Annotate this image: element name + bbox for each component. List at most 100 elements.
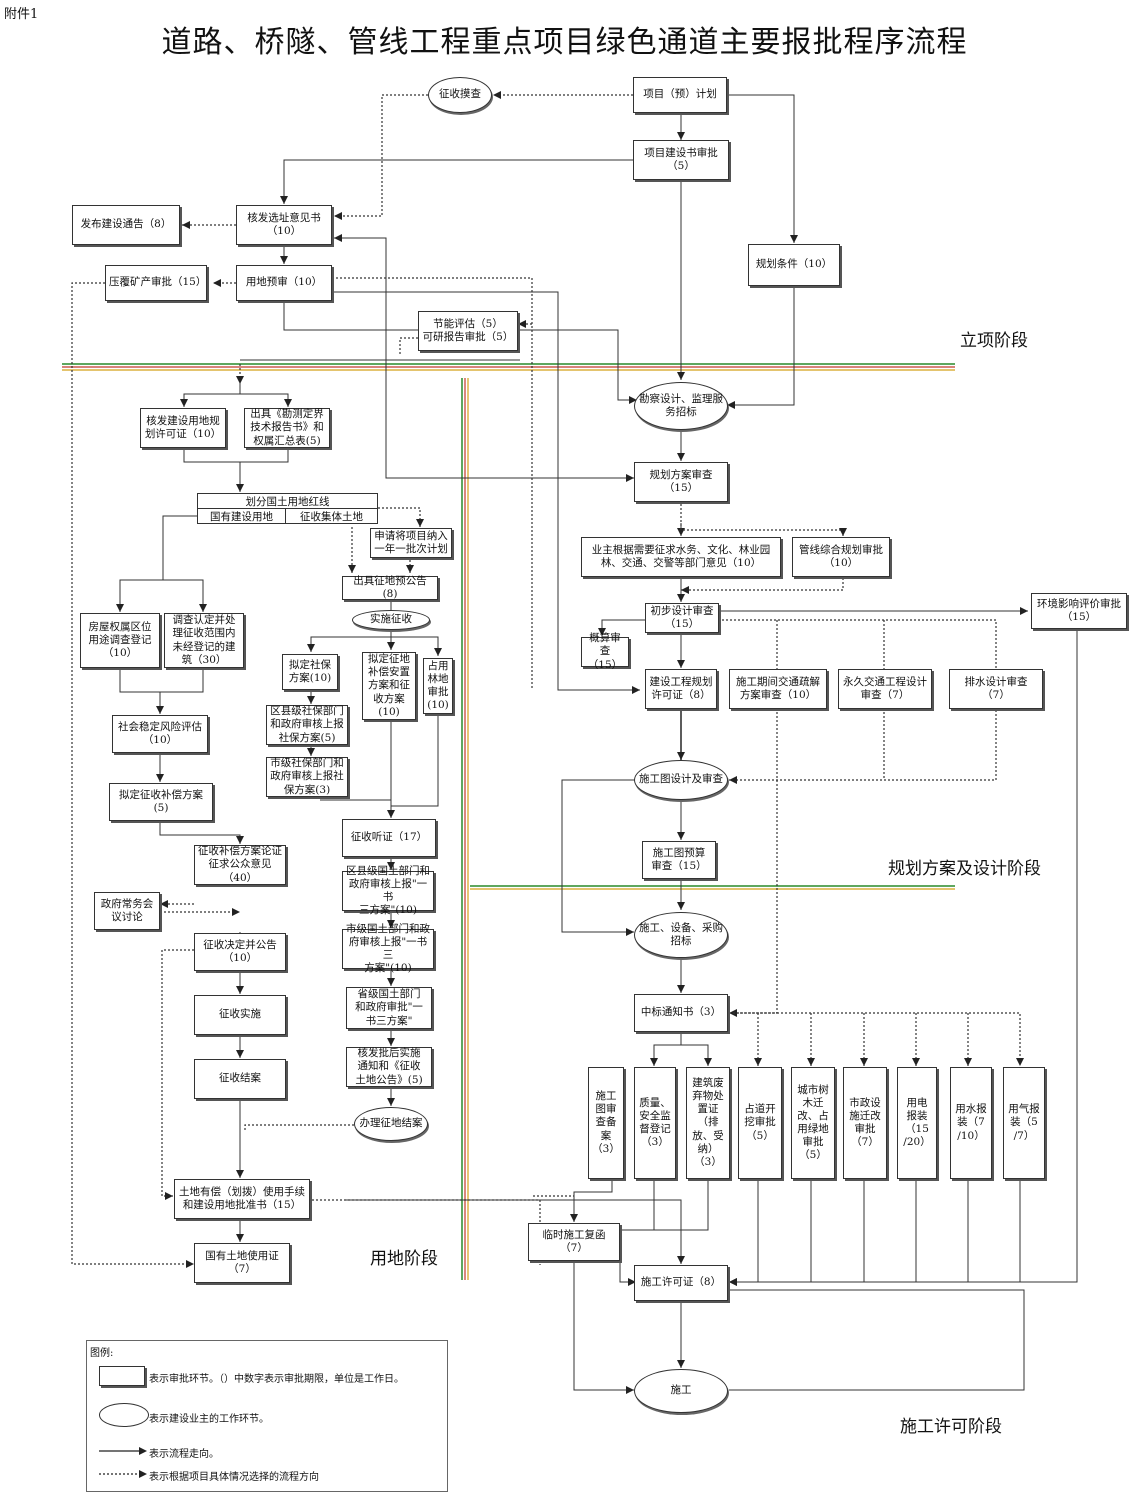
node-environmental-assessment: 环境影响评价审批 （15） <box>1031 593 1127 629</box>
node-hearing: 征收听证（17） <box>342 819 436 857</box>
node-executive-meeting: 政府常务会 议讨论 <box>94 892 160 930</box>
legend-solid-arrow <box>99 1447 147 1455</box>
node-planning-conditions: 规划条件（10） <box>748 244 840 286</box>
node-land-use-procedures: 土地有偿（划拨）使用手续 和建设用地批准书（15） <box>174 1179 310 1219</box>
node-province-land-dept: 省级国土部门 和政府审批"一 书三方案" <box>346 987 432 1029</box>
node-social-security-plan: 拟定社保 方案(10) <box>282 654 338 690</box>
node-draft-compensation: 拟定征收补偿方案(5) <box>109 783 213 821</box>
node-county-social-security: 区县级社保部门 和政府审核上报 社保方案(5) <box>266 705 348 745</box>
edge <box>727 285 795 409</box>
edge <box>729 630 1078 1286</box>
node-land-use-certificate: 国有土地使用证 （7） <box>194 1243 290 1283</box>
edge-optional <box>378 507 424 527</box>
edge <box>334 234 387 465</box>
edge <box>573 1262 634 1394</box>
node-county-land-dept: 区县级国土部门和 政府审核上报"一书 三方案"(10) <box>342 865 434 916</box>
node-waste-permit: 建筑废 弃物处 置证 （排 放、受 纳） （3） <box>686 1067 730 1179</box>
node-award-notice: 中标通知书（3） <box>634 994 728 1032</box>
node-budget-review: 概算审查 （15） <box>581 632 629 671</box>
stage-divider-design <box>470 885 955 890</box>
edge <box>391 714 439 807</box>
node-construction-notice: 发布建设通告（8） <box>72 205 180 245</box>
edge <box>280 159 633 204</box>
node-zhengshou-mocha: 征收摸查 <box>428 77 492 113</box>
edge <box>729 1180 759 1286</box>
node-land-preexam: 用地预审（10） <box>236 265 332 301</box>
edge-optional <box>729 1012 1024 1066</box>
edge <box>729 1180 1021 1283</box>
edge <box>180 380 241 407</box>
edge <box>183 448 289 463</box>
node-drawing-filing: 施工 图审 查备 案 （3） <box>588 1067 624 1179</box>
node-implement-expropriation: 实施征收 <box>352 610 430 630</box>
node-gas: 用气报 装（5 /7） <box>1003 1067 1045 1179</box>
node-construction-drawing: 施工图设计及审查 <box>634 760 728 800</box>
node-procurement-tender: 施工、设备、采购 招标 <box>634 912 728 958</box>
node-property-survey: 房屋权属区位 用途调查登记 （10） <box>80 613 160 668</box>
node-quality-safety: 质量、 安全监 督登记 （3） <box>634 1067 676 1179</box>
node-forest-land: 占用 林地 审批 (10) <box>423 658 453 714</box>
edge-optional <box>71 282 194 1268</box>
legend-ellipse-swatch <box>99 1403 149 1427</box>
node-post-approval-notice: 核发批后实施 通知和《征收 土地公告》(5) <box>346 1047 432 1087</box>
node-state-owned-land: 国有建设用地 <box>197 508 286 524</box>
stage-label-construction: 施工许可阶段 <box>900 1417 1002 1437</box>
legend-solid-text: 表示流程走向。 <box>149 1449 219 1460</box>
node-pipeline-planning: 管线综合规划审批 （10） <box>792 537 890 577</box>
stage-divider-vertical <box>461 378 469 1280</box>
node-traffic-diversion: 施工期间交通疏解 方案审查（10） <box>729 669 827 709</box>
node-survey-design-tender: 勘察设计、监理服 务招标 <box>634 382 728 430</box>
node-department-opinions: 业主根据需要征求水务、文化、林业园 林、交通、交警等部门意见（10） <box>581 537 781 577</box>
edge <box>598 619 645 636</box>
edge <box>119 668 204 693</box>
node-city-social-security: 市级社保部门和 政府审核上报社 保方案(3) <box>266 757 348 797</box>
edge-optional <box>334 94 428 220</box>
node-survey-report: 出具《勘测定界 技术报告书》和 权属汇总表(5) <box>244 408 330 448</box>
edge-optional <box>244 1124 354 1130</box>
edge <box>283 302 420 331</box>
node-compensation-plan: 拟定征地 补偿安置 方案和征 收方案 (10) <box>362 652 416 720</box>
stage-label-lixiang: 立项阶段 <box>960 331 1028 351</box>
node-drainage-review: 排水设计审查 （7） <box>949 669 1043 709</box>
edge <box>163 579 207 612</box>
legend-heading: 图例: <box>90 1348 114 1359</box>
edge <box>650 1033 682 1066</box>
node-stability-assessment: 社会稳定风险评估 （10） <box>112 715 208 753</box>
edge-optional <box>312 1199 541 1265</box>
edge <box>385 460 634 482</box>
node-decision-announcement: 征收决定并公告 （10） <box>194 933 286 971</box>
legend-ellipse-text: 表示建设业主的工作环节。 <box>149 1414 269 1425</box>
edge <box>619 1236 636 1286</box>
node-preannouncement: 出具征地预公告(8) <box>342 575 438 600</box>
edge-optional <box>399 337 418 356</box>
legend-dotted-arrow <box>99 1470 147 1478</box>
edge-optional <box>161 949 194 1200</box>
edge <box>729 1289 1025 1391</box>
node-land-closure: 办理征地结案 <box>354 1107 428 1141</box>
node-electricity: 用电 报装 （15 /20） <box>897 1067 937 1179</box>
edge <box>307 628 392 652</box>
node-unregistered-buildings: 调查认定并处 理征收范围内 未经登记的建 筑（30） <box>164 613 244 668</box>
node-engineering-permit: 建设工程规划 许可证（8） <box>645 669 717 709</box>
node-construction-permit: 施工许可证（8） <box>634 1265 728 1301</box>
node-mineral-approval: 压覆矿产审批（15） <box>105 265 207 301</box>
legend: 图例: 表示审批环节。（）中数字表示审批期限，单位是工作日。 表示建设业主的工作… <box>86 1340 448 1492</box>
node-municipal-relocation: 市政设 施迁改 审批 （7） <box>843 1067 887 1179</box>
edge <box>681 1044 712 1066</box>
edge <box>570 1180 613 1222</box>
node-scheme-review: 规划方案审查 （15） <box>634 462 728 502</box>
edge <box>727 94 798 243</box>
node-water: 用水报 装（7 /10） <box>950 1067 992 1179</box>
node-annual-batch: 申请将项目纳入 一年一批次计划 <box>370 528 452 558</box>
node-city-land-dept: 市级国土部门和政 府审核上报"一书三 方案"(10) <box>342 923 434 974</box>
stage-label-design: 规划方案及设计阶段 <box>888 859 1041 879</box>
legend-dotted-text: 表示根据项目具体情况选择的流程方向 <box>149 1472 319 1483</box>
edge <box>520 329 637 404</box>
edge <box>611 1180 709 1244</box>
edge <box>116 515 197 612</box>
node-temporary-construction: 临时施工复函 （7） <box>528 1223 620 1261</box>
edge <box>391 636 442 656</box>
node-road-excavation: 占道开 挖审批 （5） <box>738 1067 782 1179</box>
node-expropriation-implementation: 征收实施 <box>194 995 286 1035</box>
page-title: 道路、桥隧、管线工程重点项目绿色通道主要报批程序流程 <box>161 25 968 60</box>
